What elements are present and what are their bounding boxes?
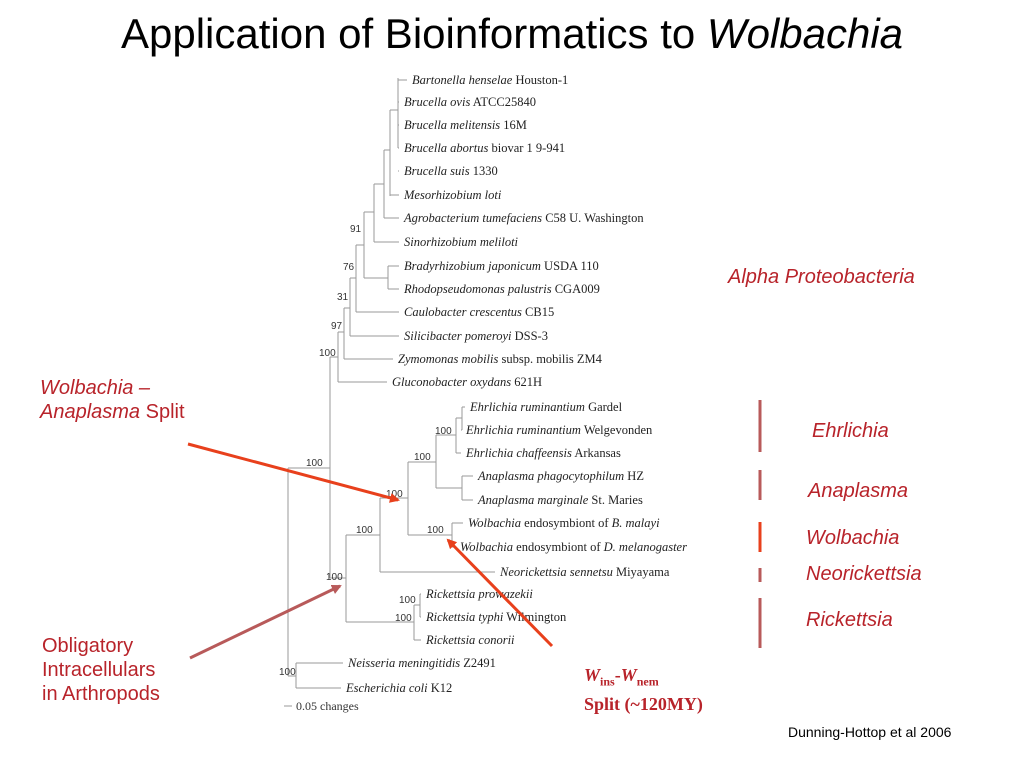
callout-split-text: Split [140,401,185,423]
taxon-label: Anaplasma marginale St. Maries [477,493,643,507]
clade-neorickettsia: Neorickettsia [806,563,922,585]
wnem-sub: nem [636,674,659,689]
taxon-label: Rickettsia typhi Wilmington [425,610,567,624]
taxon-label: Agrobacterium tumefaciens C58 U. Washing… [403,211,644,225]
taxon-label: Neorickettsia sennetsu Miyayama [499,565,670,579]
wins-wnem-arrow [446,538,554,648]
bootstrap-value: 91 [350,224,362,235]
taxon-label: Silicibacter pomeroyi DSS-3 [404,329,548,343]
clade-ehrlichia: Ehrlichia [812,420,889,442]
bootstrap-value: 100 [356,525,373,536]
bootstrap-value: 100 [306,458,323,469]
taxon-label: Ehrlichia ruminantium Welgevonden [465,423,653,437]
taxon-label: Wolbachia endosymbiont of D. melanogaste… [460,540,687,554]
tree-branches [284,78,495,707]
taxon-label: Brucella suis 1330 [404,164,498,178]
split-arrow [187,442,400,503]
bootstrap-value: 76 [343,262,355,273]
bootstrap-value: 100 [279,667,296,678]
title-text: Application of Bioinformatics to [120,10,696,57]
taxon-label: Neisseria meningitidis Z2491 [347,656,496,670]
annotation-arrows [187,400,762,660]
bootstrap-value: 97 [331,321,343,332]
wins-w: W [584,665,601,685]
wolbachia-anaplasma-split-callout: Wolbachia – Anaplasma Split [40,376,185,424]
taxon-label: Escherichia coli K12 [345,681,452,695]
taxon-label: Wolbachia endosymbiont of B. malayi [468,516,660,530]
taxon-label: Brucella ovis ATCC25840 [404,95,536,109]
wnem-w: W [620,665,637,685]
callout-anaplasma-text: Anaplasma [40,401,141,423]
bootstrap-value: 100 [326,572,343,583]
taxon-label: Mesorhizobium loti [403,188,502,202]
bootstrap-value: 100 [319,348,336,359]
clade-alpha-proteobacteria: Alpha Proteobacteria [728,266,915,288]
bootstrap-value: 100 [435,426,452,437]
taxon-label: Gluconobacter oxydans 621H [392,375,542,389]
taxon-label: Anaplasma phagocytophilum HZ [477,469,644,483]
bootstrap-value: 100 [395,613,412,624]
taxon-label: Brucella melitensis 16M [404,118,527,132]
taxon-label: Brucella abortus biovar 1 9-941 [404,141,565,155]
wsep: - [614,665,621,685]
taxon-label: Zymomonas mobilis subsp. mobilis ZM4 [398,352,603,366]
clade-wolbachia: Wolbachia [806,527,900,549]
taxon-label: Sinorhizobium meliloti [404,235,519,249]
callout-line2: Intracellulars [42,659,156,681]
taxon-label: Rhodopseudomonas palustris CGA009 [403,282,600,296]
obligatory-arrow [189,584,342,660]
bootstrap-value: 31 [337,292,349,303]
callout-wolbachia-text: Wolbachia – [40,377,151,399]
title-italic: Wolbachia [706,10,904,57]
clade-anaplasma: Anaplasma [808,480,909,502]
taxon-label: Rickettsia conorii [425,633,515,647]
taxon-label: Ehrlichia ruminantium Gardel [469,400,623,414]
callout-line3: in Arthropods [42,683,160,705]
obligatory-intracellulars-callout: Obligatory Intracellulars in Arthropods [42,634,160,706]
taxon-label: Ehrlichia chaffeensis Arkansas [465,446,621,460]
slide-title: Application of Bioinformatics to Wolbach… [0,10,1024,58]
bootstrap-value: 100 [399,595,416,606]
taxon-label: Caulobacter crescentus CB15 [404,305,554,319]
taxon-label: Bradyrhizobium japonicum USDA 110 [404,259,599,273]
wins-wnem-split-callout: Wins-Wnem Split (~120MY) [584,664,703,715]
bootstrap-value: 100 [414,452,431,463]
wins-sub: ins [600,674,615,689]
scale-label: 0.05 changes [296,699,359,713]
callout-line1: Obligatory [42,635,134,657]
taxon-label: Bartonella henselae Houston-1 [412,73,568,87]
split-text: Split (~120MY) [584,693,703,714]
bootstrap-value: 100 [427,525,444,536]
taxon-label: Rickettsia prowazekii [425,587,533,601]
clade-rickettsia: Rickettsia [806,609,893,631]
citation: Dunning-Hottop et al 2006 [788,724,952,740]
